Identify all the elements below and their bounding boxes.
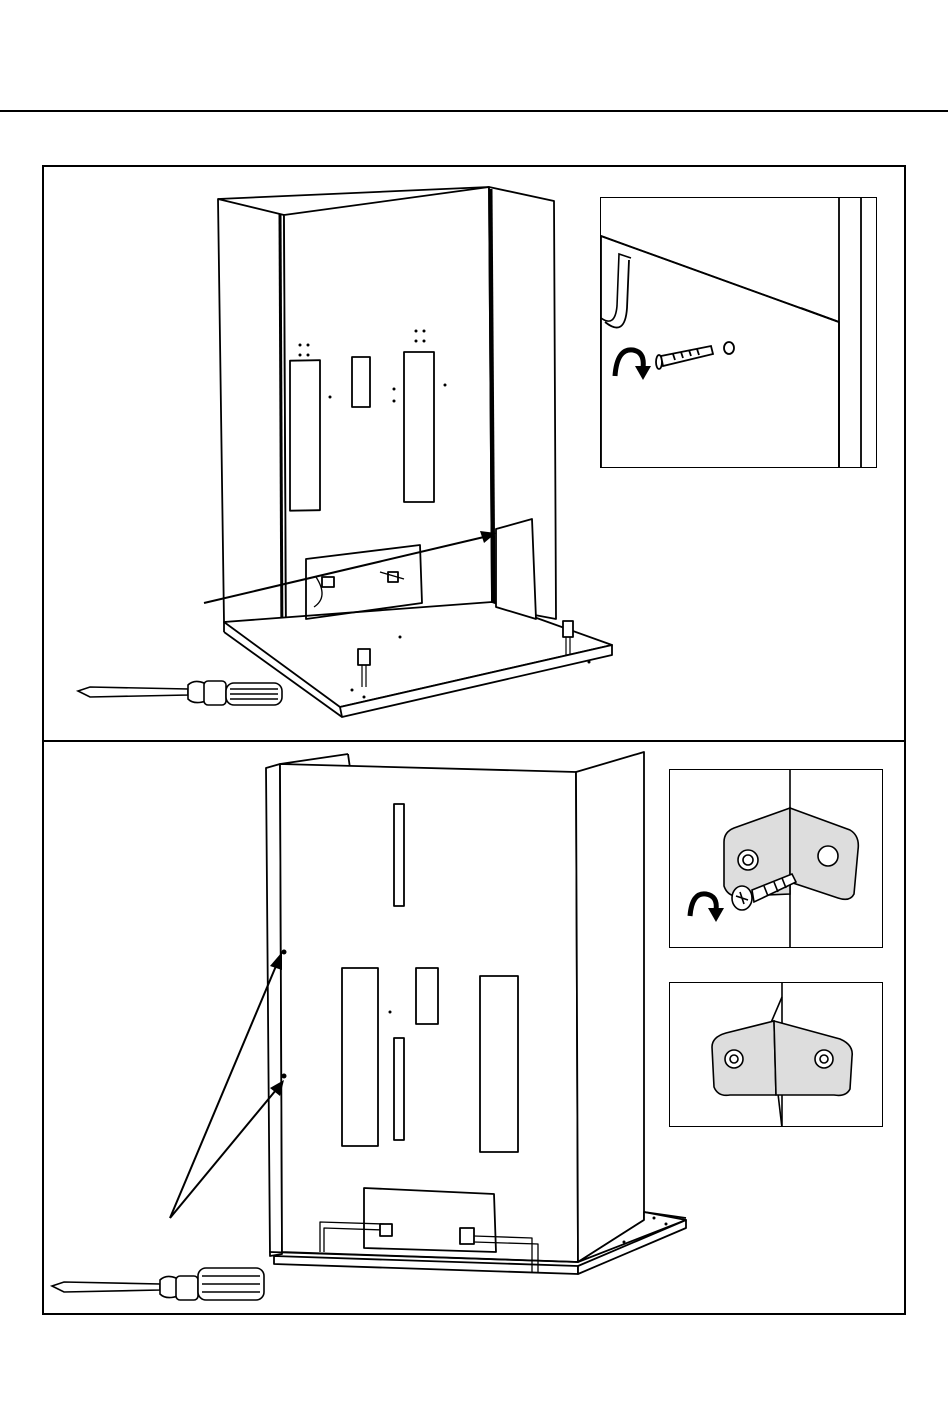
pointer-arrow-lower	[170, 1090, 276, 1218]
header-rule	[0, 110, 948, 112]
back-panel	[284, 187, 492, 637]
back-panel	[280, 764, 578, 1262]
screwdriver-icon	[52, 1268, 264, 1300]
right-side-panel	[576, 752, 644, 1262]
cam-bolt-detail	[600, 197, 877, 468]
bracket-mounted-detail	[669, 982, 883, 1127]
clockwise-arrow-icon	[690, 894, 724, 922]
kick-plate	[496, 519, 536, 619]
bracket-screw-detail	[669, 769, 883, 948]
pointer-arrow-upper	[170, 966, 276, 1218]
left-side-panel	[218, 199, 286, 653]
screwdriver-icon	[78, 681, 282, 705]
